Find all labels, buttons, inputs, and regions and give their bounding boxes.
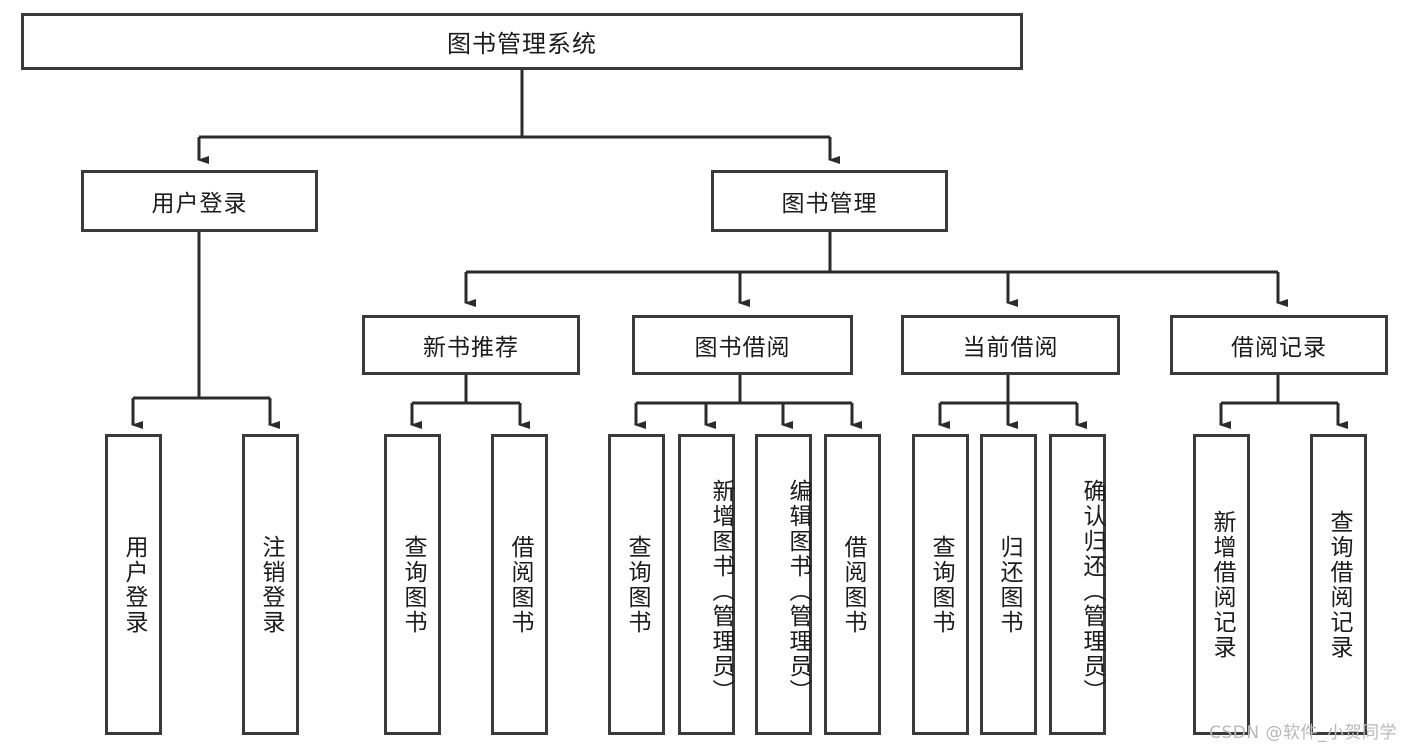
node-root-book-management-system[interactable]: 图书管理系统 bbox=[21, 13, 1023, 70]
node-label: 归还图书 bbox=[996, 534, 1022, 635]
node-label: 新书推荐 bbox=[423, 335, 519, 361]
node-label: 确认归还（管理员） bbox=[1079, 479, 1105, 704]
node-label: 查询图书 bbox=[928, 534, 954, 635]
node-label: 图书借阅 bbox=[694, 335, 791, 361]
leaf-add-borrow-record[interactable]: 新增借阅记录 bbox=[1193, 434, 1250, 735]
node-user-login[interactable]: 用户登录 bbox=[81, 170, 318, 232]
leaf-add-book-admin[interactable]: 新增图书（管理员） bbox=[678, 434, 735, 735]
leaf-query-book-current[interactable]: 查询图书 bbox=[912, 434, 969, 735]
node-label: 查询图书 bbox=[400, 534, 426, 635]
node-label: 当前借阅 bbox=[962, 335, 1059, 361]
leaf-edit-book-admin[interactable]: 编辑图书（管理员） bbox=[755, 434, 812, 735]
node-book-management[interactable]: 图书管理 bbox=[711, 170, 948, 232]
leaf-query-book-borrow[interactable]: 查询图书 bbox=[608, 434, 665, 735]
node-label: 新增借阅记录 bbox=[1209, 509, 1235, 660]
leaf-borrow-book[interactable]: 借阅图书 bbox=[824, 434, 881, 735]
leaf-query-book-recommend[interactable]: 查询图书 bbox=[384, 434, 441, 735]
node-label: 新增图书（管理员） bbox=[708, 479, 734, 704]
node-label: 图书管理 bbox=[781, 191, 878, 217]
node-label: 注销登录 bbox=[258, 534, 284, 635]
leaf-confirm-return-admin[interactable]: 确认归还（管理员） bbox=[1049, 434, 1106, 735]
node-label: 借阅图书 bbox=[840, 534, 866, 635]
node-new-book-recommend[interactable]: 新书推荐 bbox=[362, 315, 580, 375]
leaf-user-login[interactable]: 用户登录 bbox=[105, 434, 162, 735]
node-label: 查询图书 bbox=[624, 534, 650, 635]
node-borrow-record[interactable]: 借阅记录 bbox=[1170, 315, 1388, 375]
node-label: 用户登录 bbox=[151, 191, 248, 217]
leaf-logout[interactable]: 注销登录 bbox=[242, 434, 299, 735]
node-book-borrow[interactable]: 图书借阅 bbox=[632, 315, 853, 375]
leaf-borrow-book-recommend[interactable]: 借阅图书 bbox=[491, 434, 548, 735]
node-label: 查询借阅记录 bbox=[1326, 509, 1352, 660]
leaf-query-borrow-record[interactable]: 查询借阅记录 bbox=[1310, 434, 1367, 735]
leaf-return-book[interactable]: 归还图书 bbox=[980, 434, 1037, 735]
node-label: 用户登录 bbox=[121, 534, 147, 635]
node-label: 编辑图书（管理员） bbox=[785, 479, 811, 704]
node-label: 借阅图书 bbox=[507, 534, 533, 635]
node-label: 图书管理系统 bbox=[447, 30, 597, 58]
node-current-borrow[interactable]: 当前借阅 bbox=[901, 315, 1120, 375]
watermark-text: CSDN @软件_小贺同学 bbox=[1209, 723, 1397, 743]
node-label: 借阅记录 bbox=[1231, 335, 1327, 361]
